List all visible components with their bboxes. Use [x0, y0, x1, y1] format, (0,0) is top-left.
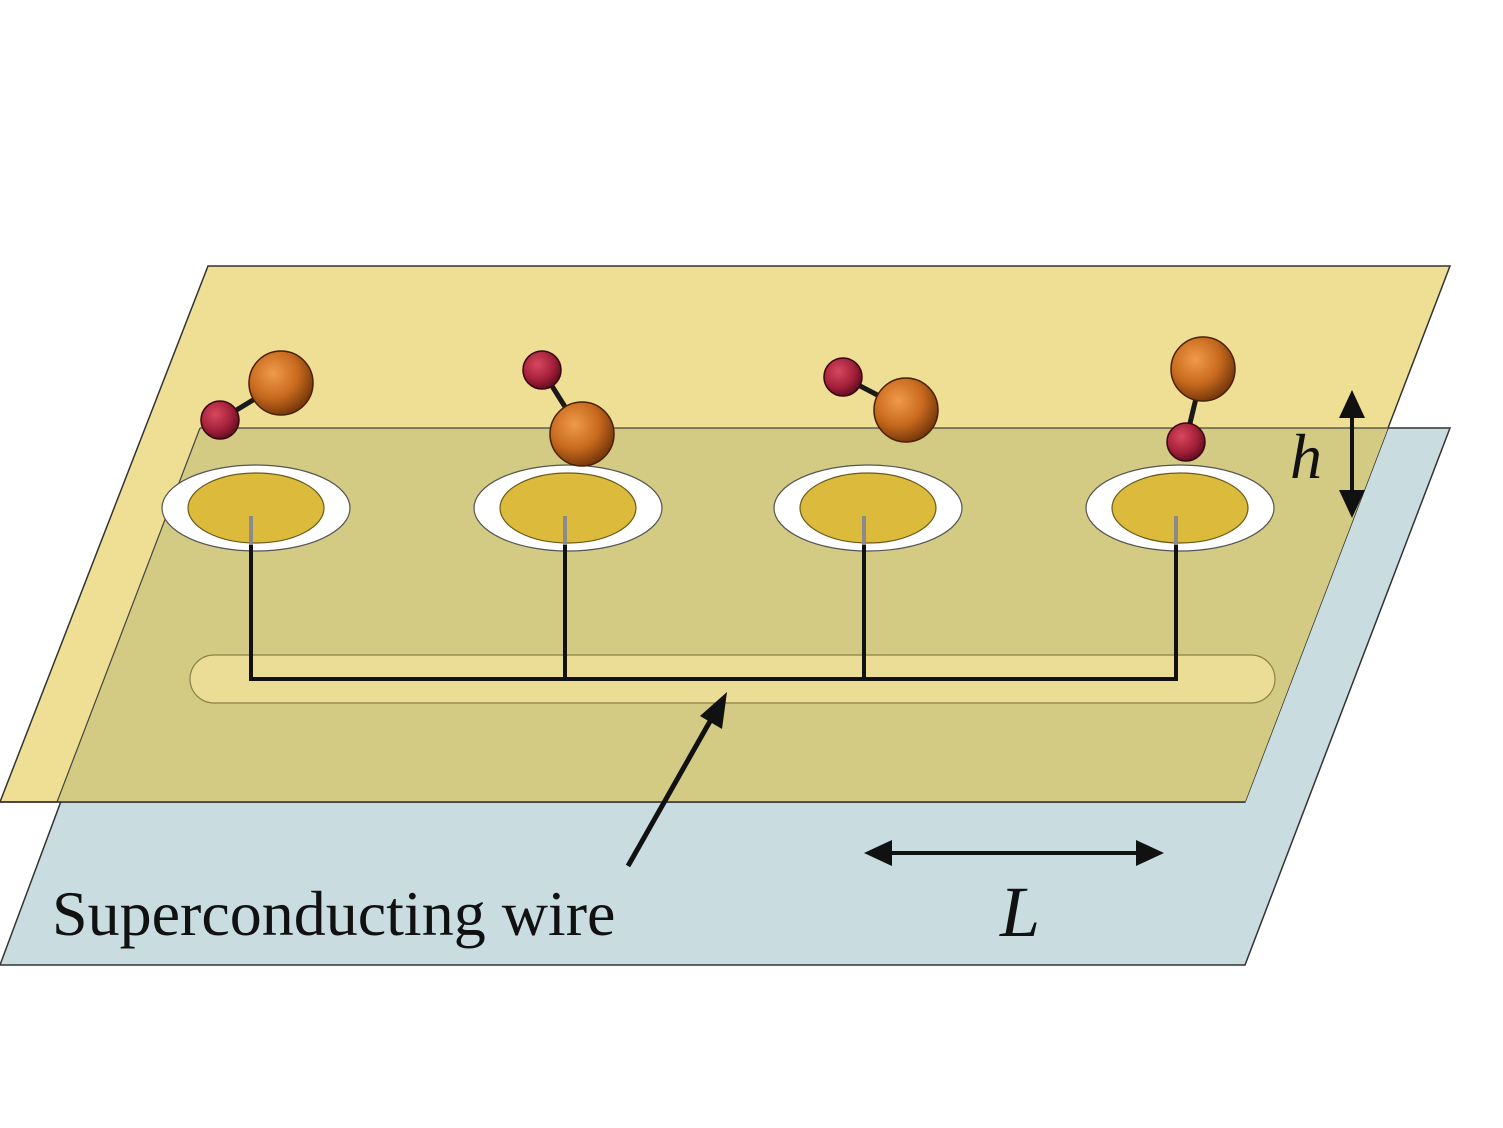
- molecule-2: [522, 350, 615, 467]
- electrode-pad: [187, 472, 325, 544]
- superconducting-wire: [249, 545, 1178, 681]
- large-atom: [549, 401, 615, 467]
- electrode-3: [773, 464, 963, 552]
- small-atom: [1166, 422, 1206, 462]
- length-arrow: [864, 840, 1164, 866]
- large-atom: [873, 377, 939, 443]
- electrode-2: [473, 464, 663, 552]
- electrode-stubs: [249, 516, 1178, 545]
- height-arrow: [1339, 390, 1365, 518]
- length-label: L: [999, 872, 1040, 952]
- molecule-4: [1166, 336, 1236, 462]
- electrode-pad: [799, 472, 937, 544]
- small-atom: [522, 350, 562, 390]
- molecule-1: [200, 350, 314, 440]
- small-atom: [823, 357, 863, 397]
- overlap-region: [57, 428, 1388, 802]
- height-label: h: [1290, 421, 1322, 492]
- small-atom: [200, 400, 240, 440]
- large-atom: [248, 350, 314, 416]
- electrode-pad: [499, 472, 637, 544]
- electrode-4: [1085, 464, 1275, 552]
- molecule-3: [823, 357, 939, 443]
- wire-label: Superconducting wire: [52, 878, 615, 949]
- large-atom: [1170, 336, 1236, 402]
- electrode-1: [161, 464, 351, 552]
- wire-pointer-arrow: [625, 692, 727, 868]
- electrode-pad: [1111, 472, 1249, 544]
